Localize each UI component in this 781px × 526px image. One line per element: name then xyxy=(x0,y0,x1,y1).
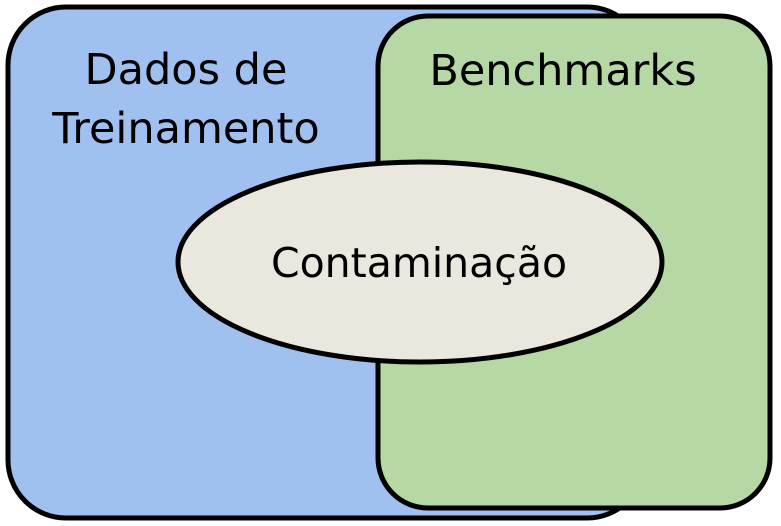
training-data-label-line1: Dados de xyxy=(85,45,288,95)
benchmarks-label: Benchmarks xyxy=(429,46,696,96)
contamination-shape[interactable] xyxy=(175,159,665,365)
contamination-label: Contaminação xyxy=(271,239,567,287)
training-data-label-line2: Treinamento xyxy=(51,104,319,154)
